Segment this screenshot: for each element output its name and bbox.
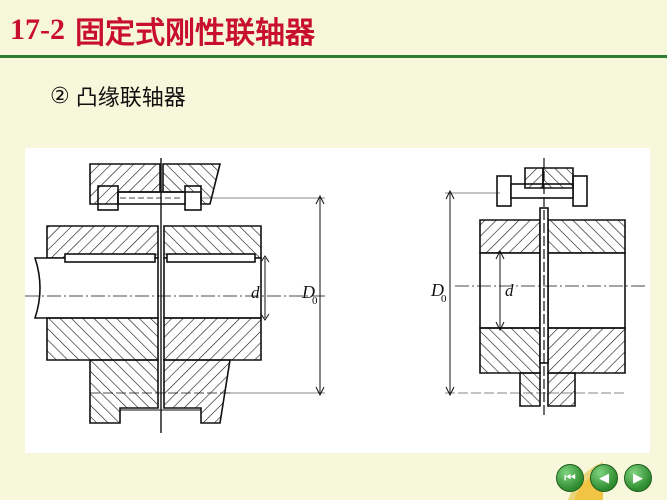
subheading-text: 凸缘联轴器 <box>75 86 186 111</box>
right-d0-label: D <box>430 280 444 300</box>
left-d-label: d <box>251 283 260 302</box>
subheading-marker: ② <box>50 83 70 109</box>
prev-icon: ◀ <box>599 470 609 486</box>
prev-slide-button[interactable]: ◀ <box>590 464 618 492</box>
right-d0-sub: 0 <box>441 293 447 305</box>
first-slide-button[interactable]: ⏮ <box>556 464 584 492</box>
right-section-view <box>445 158 645 418</box>
slide-title: 17-2 固定式刚性联轴器 <box>10 8 315 52</box>
left-d0-label: D <box>301 282 315 302</box>
section-number: 17-2 <box>10 13 65 46</box>
next-slide-button[interactable]: ▶ <box>624 464 652 492</box>
next-icon: ▶ <box>633 470 643 486</box>
first-icon: ⏮ <box>564 470 576 486</box>
coupling-figure: d D 0 <box>25 148 650 453</box>
left-section-view <box>25 158 325 433</box>
title-divider <box>0 55 667 58</box>
left-d0-sub: 0 <box>312 295 318 307</box>
subheading: ② 凸缘联轴器 <box>50 80 186 112</box>
section-title: 固定式刚性联轴器 <box>75 16 315 51</box>
coupling-drawing: d D 0 <box>25 158 645 433</box>
slide-navigation: ⏮ ◀ ▶ <box>556 464 652 492</box>
right-d-label: d <box>505 281 514 300</box>
